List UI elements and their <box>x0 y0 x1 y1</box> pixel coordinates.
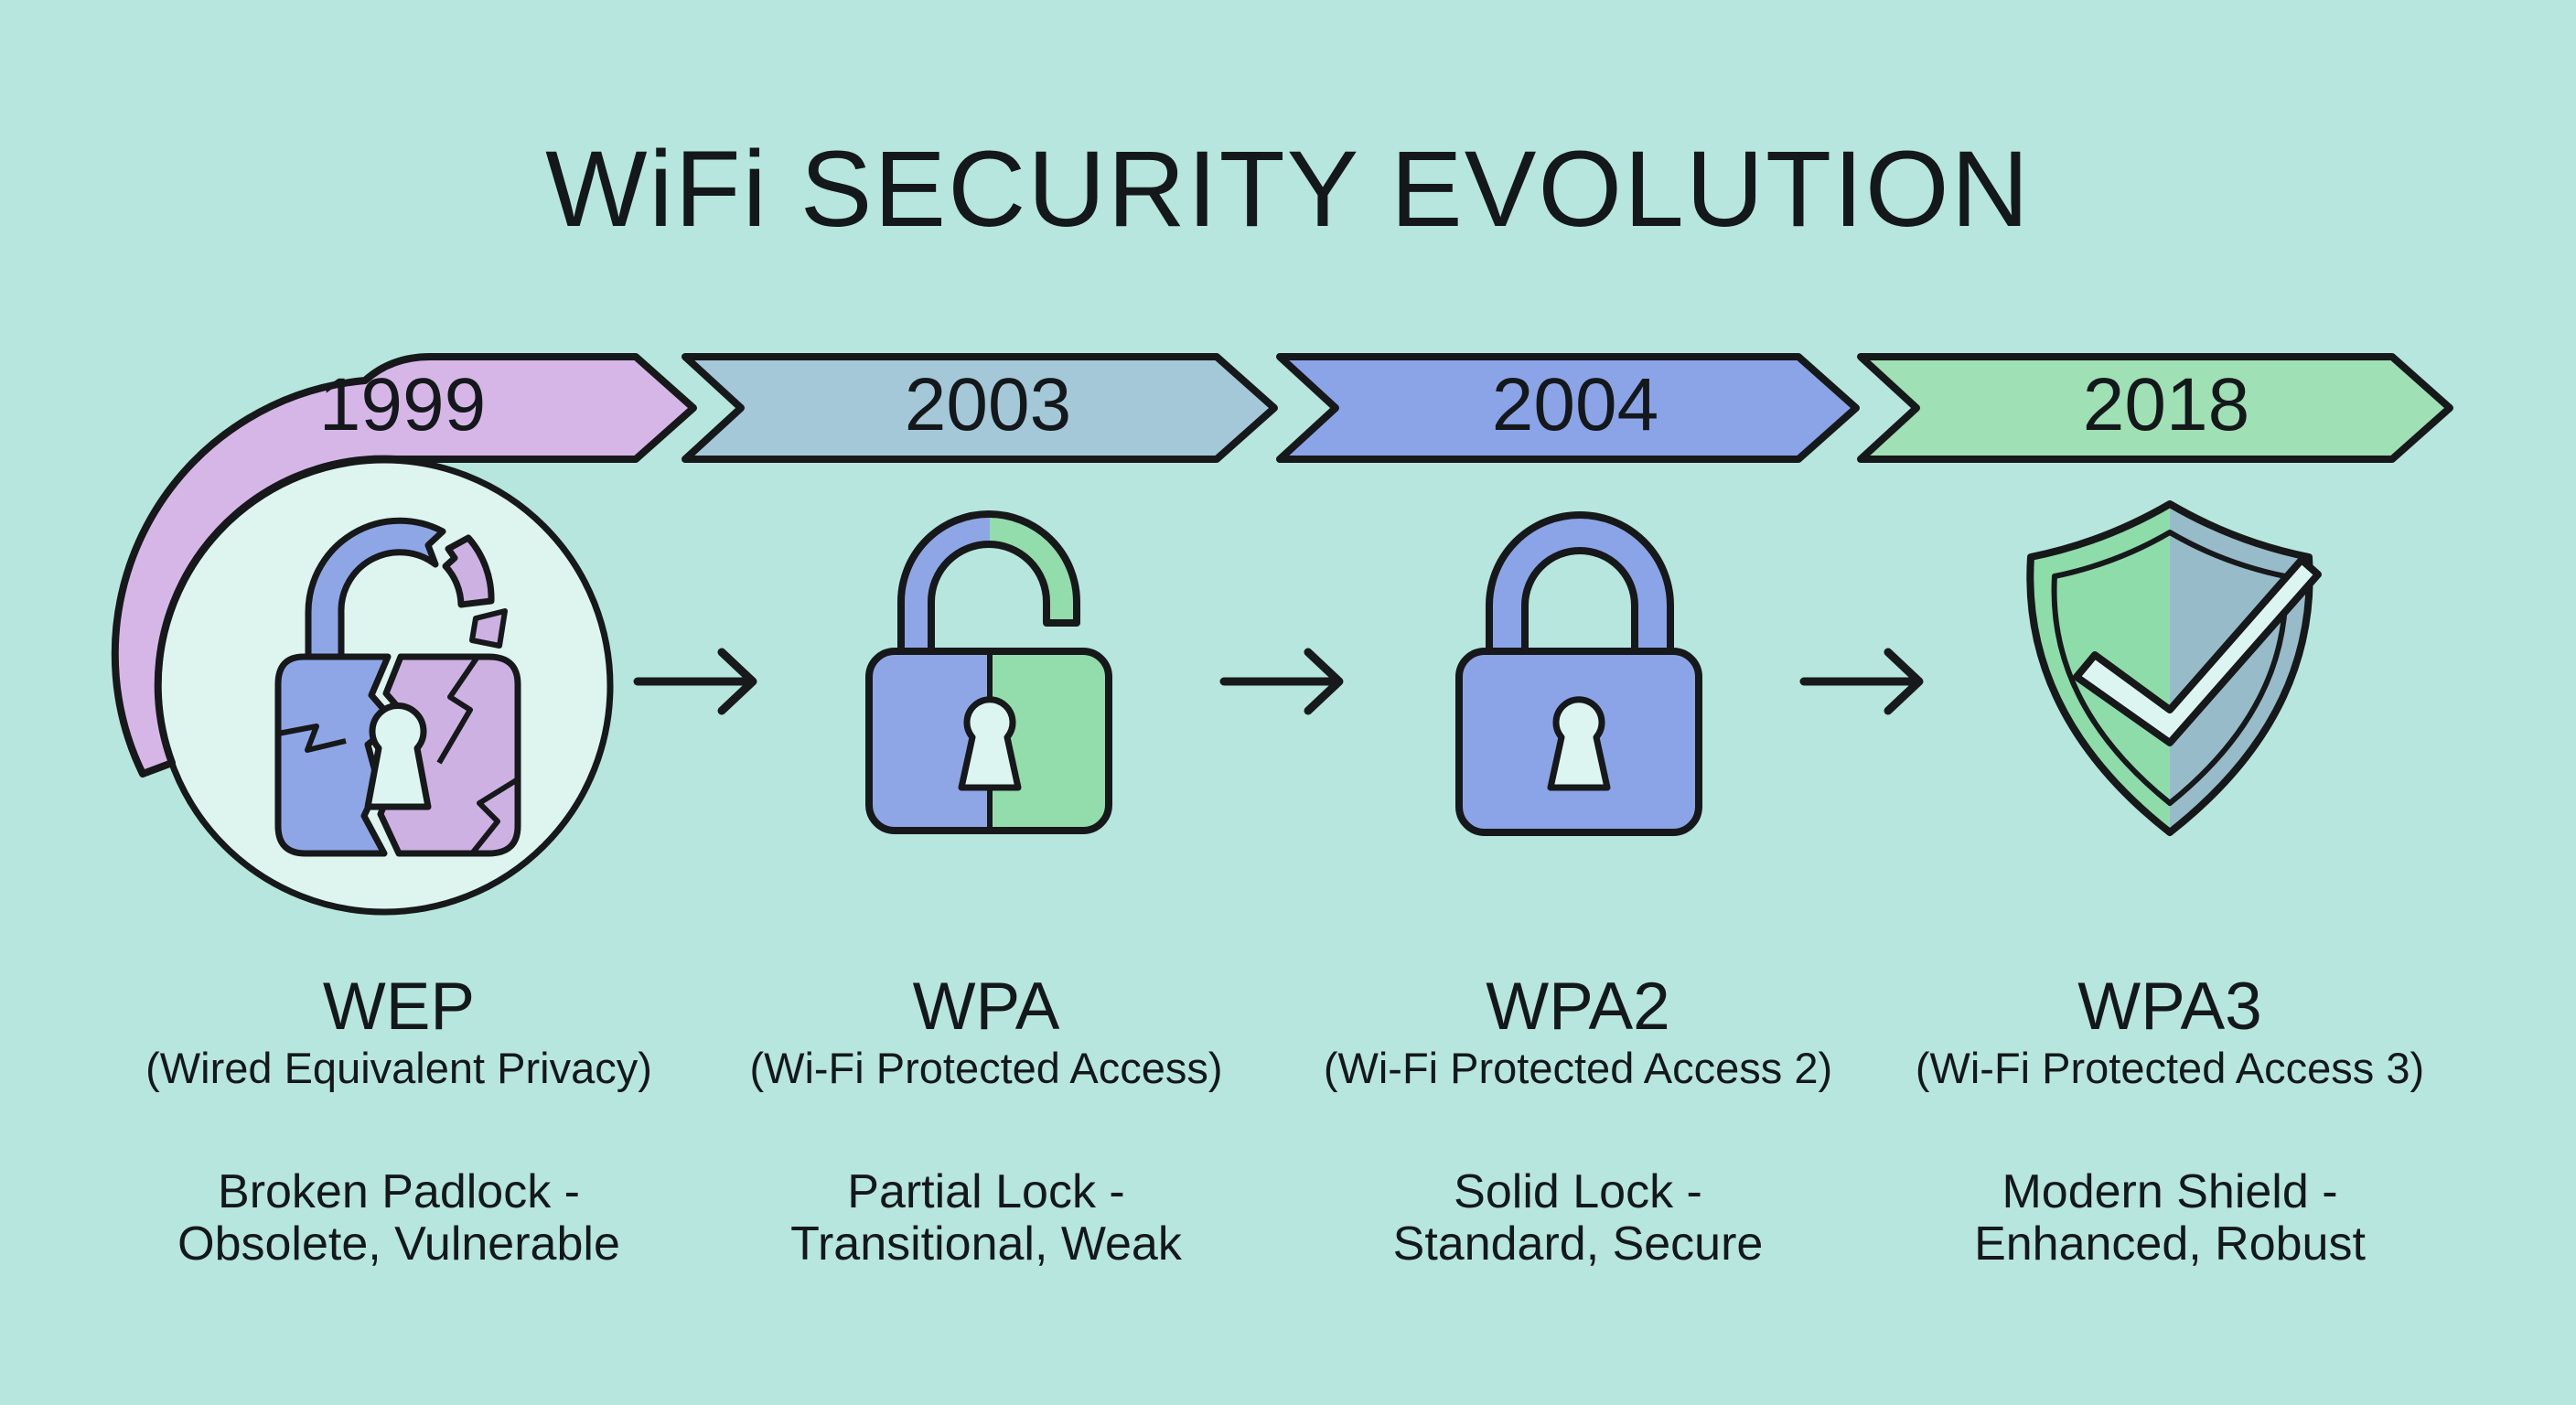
description-line: Solid Lock - <box>1454 1165 1702 1218</box>
partial-open-lock-icon <box>865 510 1112 834</box>
banner-2018 <box>1857 353 2453 463</box>
arrow-right-icon <box>1799 648 1924 715</box>
banner-2004 <box>1276 353 1860 463</box>
keyhole <box>958 696 1022 791</box>
acronym-wep: WEP <box>322 970 476 1044</box>
arrow-right-icon <box>1219 648 1344 715</box>
full-name-wpa2: (Wi-Fi Protected Access 2) <box>1323 1044 1833 1092</box>
description-wpa: Partial Lock - Transitional, Weak <box>666 1166 1306 1271</box>
crack-line-right-1 <box>436 655 480 765</box>
banner-2003 <box>682 353 1278 463</box>
shield-outline <box>2026 500 2313 836</box>
keyhole <box>364 702 432 810</box>
acronym-wpa3: WPA3 <box>2077 970 2262 1044</box>
description-line: Partial Lock - <box>847 1165 1125 1218</box>
broken-padlock-icon <box>111 353 697 916</box>
shield-inner-outline <box>2051 530 2289 806</box>
acronym-wpa: WPA <box>912 970 1060 1044</box>
description-line: Enhanced, Robust <box>1974 1217 2366 1271</box>
description-wpa2: Solid Lock - Standard, Secure <box>1258 1166 1898 1271</box>
broken-shackle-left <box>305 517 446 660</box>
arrow-right-icon <box>633 648 757 715</box>
banner-1999-ribbon <box>111 353 697 778</box>
year-label-2004: 2004 <box>1491 363 1659 446</box>
year-label-2018: 2018 <box>2082 363 2250 446</box>
wpa2-shackle <box>1486 511 1674 655</box>
description-line: Broken Padlock - <box>218 1165 580 1218</box>
description-line: Modern Shield - <box>2002 1165 2338 1218</box>
description-line: Standard, Secure <box>1392 1217 1764 1271</box>
keyhole <box>1547 696 1611 791</box>
crack-line-right-2 <box>469 777 520 855</box>
full-name-wpa3: (Wi-Fi Protected Access 3) <box>1915 1044 2425 1092</box>
arrows <box>633 648 1924 715</box>
description-line: Obsolete, Vulnerable <box>177 1217 620 1271</box>
description-line: Transitional, Weak <box>790 1217 1182 1271</box>
solid-lock-icon <box>1455 511 1702 836</box>
full-name-wep: (Wired Equivalent Privacy) <box>145 1044 652 1092</box>
broken-shackle-right <box>442 534 495 608</box>
full-name-wpa: (Wi-Fi Protected Access) <box>749 1044 1223 1092</box>
description-wep: Broken Padlock - Obsolete, Vulnerable <box>79 1166 719 1271</box>
shield-check-icon <box>2026 500 2322 836</box>
page-title: WiFi SECURITY EVOLUTION <box>545 129 2031 250</box>
wpa-body-outline <box>865 648 1112 834</box>
acronym-wpa2: WPA2 <box>1486 970 1670 1044</box>
year-label-2003: 2003 <box>904 363 1072 446</box>
crack-line-left <box>277 724 347 753</box>
checkmark <box>2073 556 2322 746</box>
broken-shackle-chip <box>469 608 508 649</box>
year-label-1999: 1999 <box>318 363 487 446</box>
description-wpa3: Modern Shield - Enhanced, Robust <box>1850 1166 2490 1271</box>
wpa-shackle-outline <box>897 510 1080 655</box>
